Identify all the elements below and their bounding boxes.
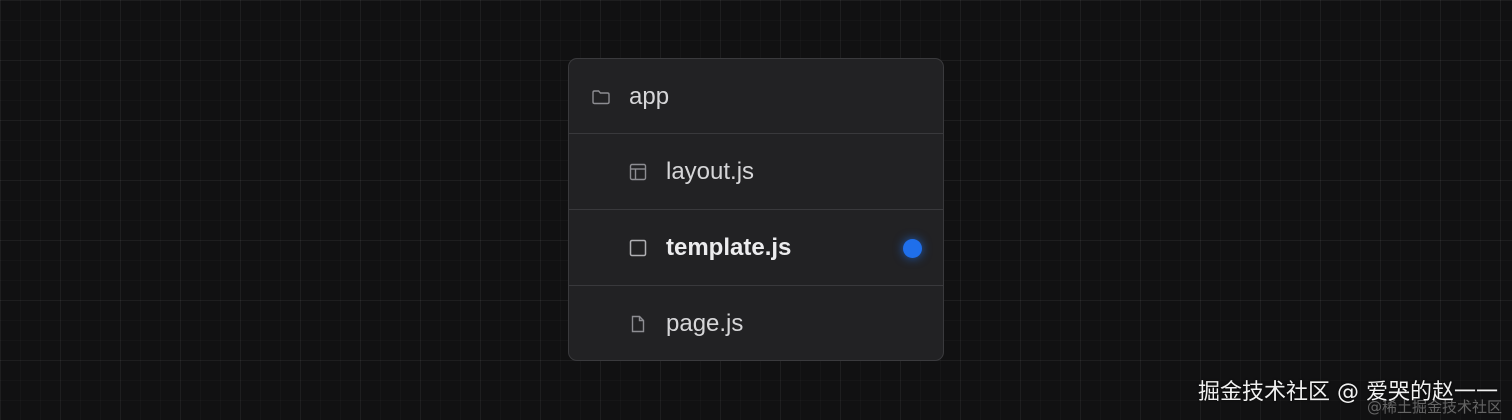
active-indicator-dot xyxy=(903,238,922,258)
square-icon xyxy=(628,238,648,258)
watermark-faint-text: @稀土掘金技术社区 xyxy=(1366,398,1502,416)
tree-item-app-folder[interactable]: app xyxy=(569,59,943,134)
tree-item-label: app xyxy=(629,82,670,110)
tree-item-label: page.js xyxy=(666,310,744,337)
tree-item-layout-file[interactable]: layout.js xyxy=(569,133,943,210)
tree-item-label: layout.js xyxy=(666,158,755,185)
file-icon xyxy=(628,314,648,334)
folder-icon xyxy=(591,87,611,107)
tree-item-page-file[interactable]: page.js xyxy=(569,285,943,360)
watermark-text: 掘金技术社区 @ 爱哭的赵一一 xyxy=(1198,380,1498,405)
tree-item-template-file[interactable]: template.js xyxy=(569,209,943,286)
tree-item-label: template.js xyxy=(666,234,792,261)
file-tree-panel: app layout.js template.js page.js xyxy=(568,58,944,361)
layout-icon xyxy=(628,162,648,182)
